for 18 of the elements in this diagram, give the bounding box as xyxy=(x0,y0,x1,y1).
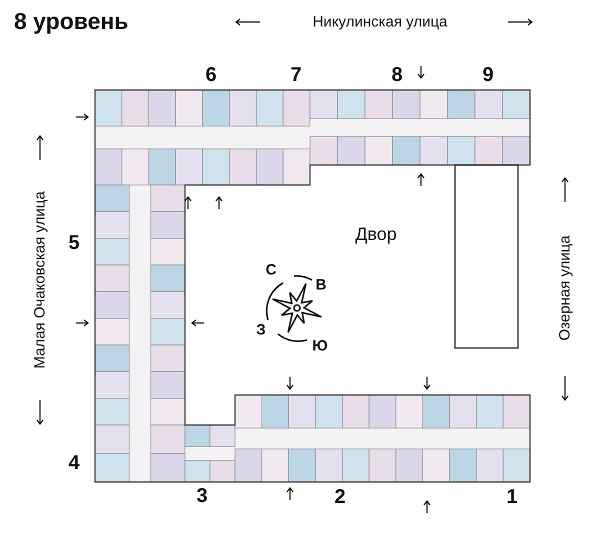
area-label: Двор xyxy=(355,225,397,243)
compass-letter: С xyxy=(266,262,276,278)
street-name: Никулинская улица xyxy=(312,14,448,30)
street-name: Малая Очаковская улица xyxy=(32,191,48,369)
section-number: 1 xyxy=(506,487,518,507)
title: 8 уровень xyxy=(14,8,128,35)
section-number: 7 xyxy=(290,65,302,85)
section-number: 9 xyxy=(482,65,494,85)
section-number: 5 xyxy=(68,233,80,253)
section-number: 6 xyxy=(205,65,217,85)
compass-letter: Ю xyxy=(312,338,328,354)
section-number: 2 xyxy=(334,487,346,507)
section-number: 3 xyxy=(196,486,208,506)
section-number: 8 xyxy=(391,65,403,85)
section-number: 4 xyxy=(68,453,80,473)
compass-letter: В xyxy=(316,278,326,292)
street-name: Озерная улица xyxy=(558,235,572,341)
compass-letter: З xyxy=(256,322,266,338)
